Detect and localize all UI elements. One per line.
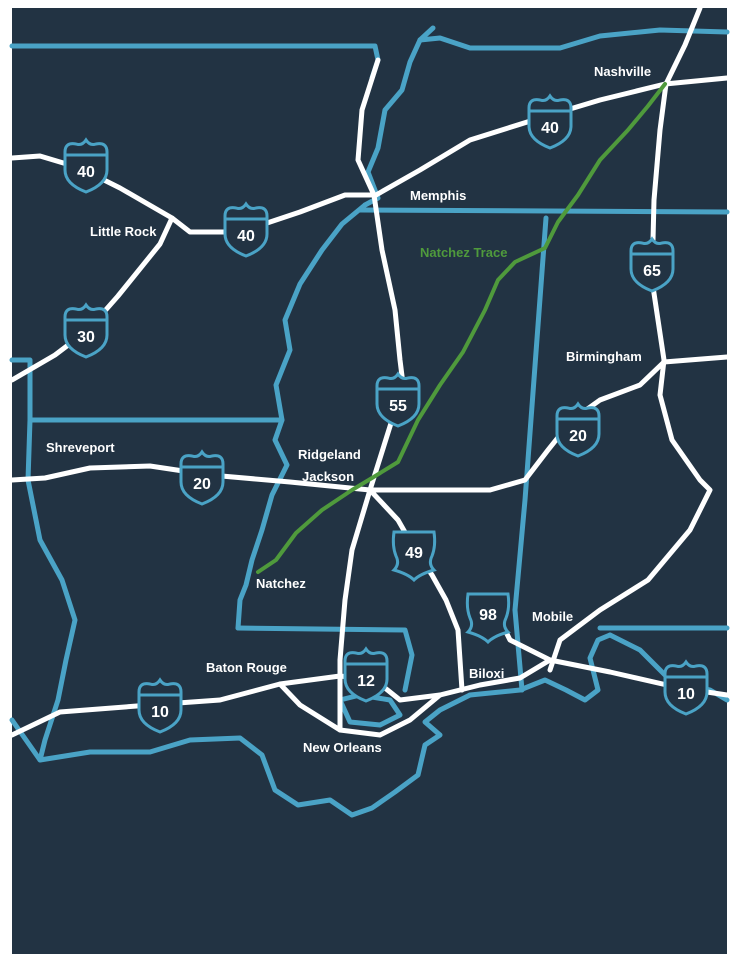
- coast-louisiana: [9, 692, 473, 818]
- us98-shield: 98: [465, 592, 511, 644]
- label-nashville: Nashville: [594, 64, 651, 79]
- svg-text:30: 30: [77, 329, 95, 346]
- svg-text:12: 12: [357, 673, 375, 690]
- natchez-trace-route: [256, 82, 667, 574]
- mississippi-river-north: [362, 25, 436, 208]
- i10-shield-east: 10: [663, 660, 709, 716]
- svg-text:10: 10: [677, 686, 695, 703]
- svg-text:20: 20: [569, 428, 587, 445]
- label-ridgeland: Ridgeland: [298, 447, 361, 462]
- i40-shield-nashville: 40: [527, 94, 573, 150]
- svg-text:10: 10: [151, 704, 169, 721]
- svg-text:49: 49: [405, 545, 423, 562]
- us49-shield: 49: [391, 530, 437, 582]
- state-borders: [9, 25, 730, 818]
- road-i12: [277, 681, 443, 738]
- border-tennessee-mississippi: [357, 207, 730, 215]
- label-biloxi: Biloxi: [469, 666, 504, 681]
- i20-shield-west: 20: [179, 450, 225, 506]
- border-mississippi-alabama: [512, 215, 549, 693]
- i20-shield-east: 20: [555, 402, 601, 458]
- svg-text:20: 20: [193, 476, 211, 493]
- i10-shield-west: 10: [137, 678, 183, 734]
- label-mobile: Mobile: [532, 609, 573, 624]
- label-jackson: Jackson: [302, 469, 354, 484]
- label-baton-rouge: Baton Rouge: [206, 660, 287, 675]
- svg-text:40: 40: [541, 120, 559, 137]
- label-natchez-trace: Natchez Trace: [420, 245, 507, 260]
- svg-text:55: 55: [389, 398, 407, 415]
- road-i40-west: [9, 153, 379, 235]
- i12-shield: 12: [343, 647, 389, 703]
- svg-text:40: 40: [237, 228, 255, 245]
- i40-shield-little-rock: 40: [223, 202, 269, 258]
- road-i65: [547, 5, 713, 673]
- label-shreveport: Shreveport: [46, 440, 115, 455]
- label-memphis: Memphis: [410, 188, 466, 203]
- svg-text:65: 65: [643, 263, 661, 280]
- i55-shield: 55: [375, 372, 421, 428]
- road-us49: [367, 487, 465, 693]
- mississippi-river-south: [235, 202, 368, 631]
- svg-text:40: 40: [77, 164, 95, 181]
- border-louisiana-mississippi: [235, 625, 415, 693]
- border-kentucky-tennessee: [417, 27, 730, 51]
- i40-shield-west: 40: [63, 138, 109, 194]
- i65-shield: 65: [629, 237, 675, 293]
- label-natchez: Natchez: [256, 576, 306, 591]
- i30-shield: 30: [63, 303, 109, 359]
- svg-text:98: 98: [479, 607, 497, 624]
- road-i20: [9, 354, 730, 493]
- label-new-orleans: New Orleans: [303, 740, 382, 755]
- label-little-rock: Little Rock: [90, 224, 157, 239]
- coast-mississippi-alabama: [467, 632, 613, 703]
- label-birmingham: Birmingham: [566, 349, 642, 364]
